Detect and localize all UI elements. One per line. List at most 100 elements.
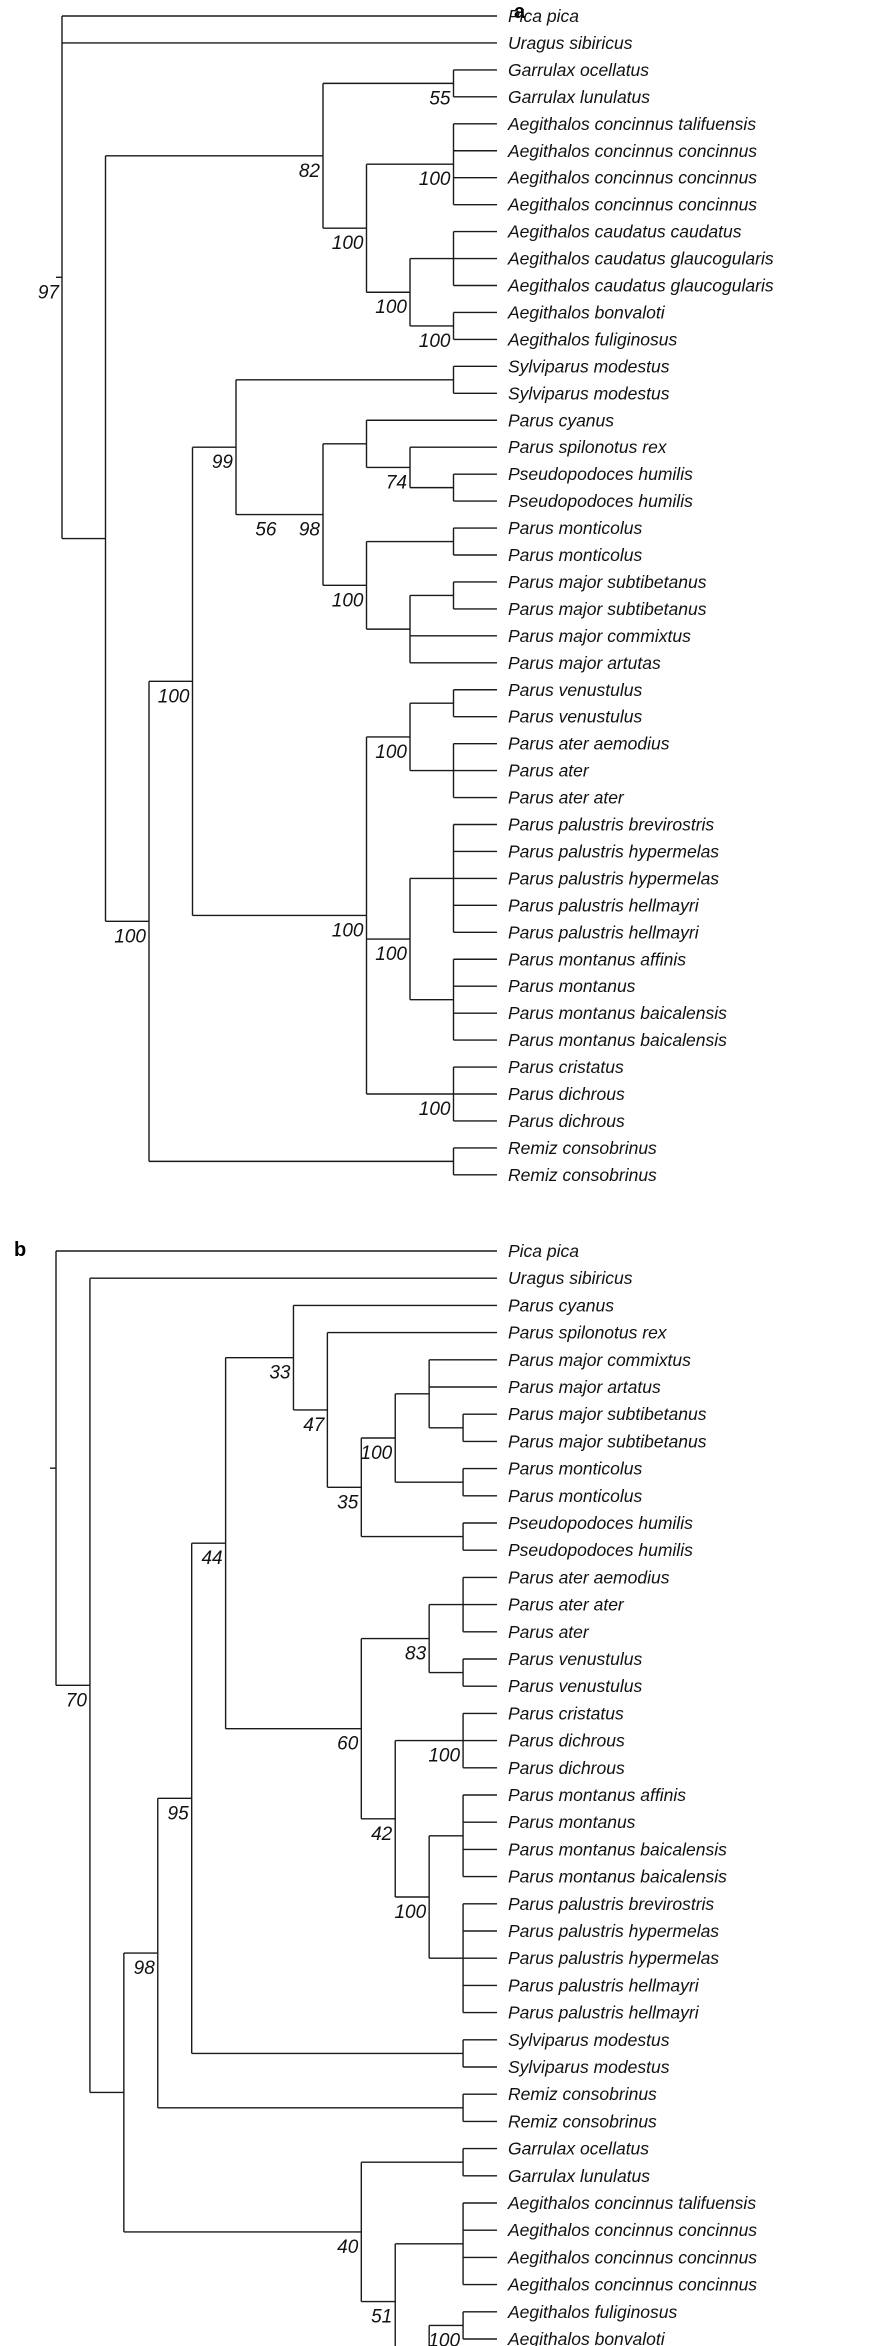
- taxon-label: Parus monticolus: [508, 518, 642, 538]
- taxon-label: Pseudopodoces humilis: [508, 464, 693, 484]
- support-value: 83: [405, 1644, 427, 1665]
- taxon: Parus monticolus: [453, 545, 642, 565]
- taxon-label: Parus palustris hellmayri: [508, 2003, 700, 2023]
- taxon-label: Parus ater aemodius: [508, 734, 670, 754]
- clade: [50, 1251, 57, 1686]
- support-value: 100: [375, 742, 407, 763]
- taxon: Parus spilonotus rex: [327, 1323, 668, 1343]
- taxon: Aegithalos caudatus glaucogularis: [453, 249, 774, 269]
- clade: [429, 1795, 464, 1877]
- clade: [361, 1523, 464, 1551]
- taxon-label: Pseudopodoces humilis: [508, 1540, 693, 1560]
- taxon: Parus palustris hellmayri: [453, 922, 700, 942]
- clade: [429, 1903, 464, 2013]
- taxon-label: Pica pica: [508, 6, 579, 26]
- taxon-label: Parus montanus: [508, 976, 636, 996]
- taxon-label: Parus palustris hypermelas: [508, 868, 719, 888]
- clade: [236, 366, 455, 394]
- taxon: Sylviparus modestus: [453, 356, 670, 376]
- taxon-label: Parus ater: [508, 1622, 590, 1642]
- clade: 97: [38, 16, 63, 539]
- taxon: Uragus sibiricus: [89, 1268, 633, 1288]
- taxon: Parus cristatus: [463, 1703, 624, 1723]
- taxon-label: Aegithalos concinnus concinnus: [507, 141, 757, 161]
- taxon-label: Parus montanus affinis: [508, 1785, 686, 1805]
- taxon-label: Parus venustulus: [508, 1649, 642, 1669]
- taxon-label: Parus ater aemodius: [508, 1567, 670, 1587]
- support-value: 100: [419, 169, 451, 190]
- clade: 33: [259, 1305, 295, 1410]
- taxon-label: Parus montanus baicalensis: [508, 1030, 727, 1050]
- taxon: Parus monticolus: [463, 1486, 642, 1506]
- taxon: Pseudopodoces humilis: [453, 464, 693, 484]
- taxon: Garrulax ocellatus: [453, 60, 649, 80]
- clade: [410, 743, 455, 798]
- clade: 100: [149, 447, 194, 916]
- taxon: Remiz consobrinus: [463, 2084, 657, 2104]
- taxon: Parus major commixtus: [410, 626, 691, 646]
- taxon-label: Garrulax lunulatus: [508, 87, 650, 107]
- clade: [157, 2094, 464, 2122]
- support-value: 100: [361, 1443, 393, 1464]
- taxon: Aegithalos concinnus concinnus: [463, 2247, 757, 2267]
- taxon-label: Aegithalos concinnus concinnus: [507, 2275, 757, 2295]
- taxon: Parus major subtibetanus: [453, 572, 707, 592]
- clade: 55: [323, 69, 455, 109]
- support-value: 40: [337, 2237, 359, 2258]
- taxon-label: Aegithalos bonvaloti: [507, 2329, 666, 2346]
- clade: 100: [394, 1835, 430, 1959]
- taxon: Pica pica: [56, 1241, 579, 1261]
- clade: 44: [191, 1357, 227, 1729]
- taxon: Aegithalos bonvaloti: [463, 2329, 666, 2346]
- clade: [395, 1468, 464, 1496]
- taxon-label: Remiz consobrinus: [508, 1138, 657, 1158]
- support-value: 95: [168, 1803, 190, 1824]
- taxon-label: Aegithalos concinnus concinnus: [507, 2220, 757, 2240]
- clade: 99: [192, 379, 237, 515]
- taxon-label: Pseudopodoces humilis: [508, 1513, 693, 1533]
- taxon: Parus dichrous: [453, 1084, 625, 1104]
- taxon-label: Sylviparus modestus: [508, 2057, 670, 2077]
- clade: 42: [361, 1740, 396, 1897]
- clade: 60: [225, 1638, 363, 1819]
- clade: 98: [279, 443, 324, 586]
- taxon-label: Parus ater ater: [508, 1595, 625, 1615]
- taxon: Aegithalos concinnus concinnus: [453, 168, 757, 188]
- clade: 100: [395, 1713, 464, 1768]
- support-value: 60: [337, 1734, 359, 1755]
- support-value: 100: [332, 233, 364, 254]
- taxon-label: Parus montanus: [508, 1812, 636, 1832]
- taxon: Parus cristatus: [453, 1057, 624, 1077]
- taxon-label: Sylviparus modestus: [508, 2030, 670, 2050]
- taxon: Aegithalos caudatus glaucogularis: [453, 276, 774, 296]
- clade: 100: [428, 2325, 430, 2346]
- taxon: Parus monticolus: [463, 1459, 642, 1479]
- taxon: Parus montanus baicalensis: [453, 1030, 727, 1050]
- taxon: Pseudopodoces humilis: [463, 1513, 693, 1533]
- taxon-label: Parus major subtibetanus: [508, 1404, 707, 1424]
- clade: [410, 959, 455, 1041]
- taxon-label: Parus spilonotus rex: [508, 1323, 668, 1343]
- support-value: 42: [371, 1824, 393, 1845]
- taxon: Aegithalos concinnus concinnus: [453, 141, 757, 161]
- support-value: 55: [429, 88, 451, 109]
- taxon: Parus ater ater: [453, 788, 625, 808]
- clade: [191, 2039, 464, 2067]
- taxon: Parus spilonotus rex: [410, 437, 668, 457]
- taxon-label: Aegithalos concinnus talifuensis: [507, 2193, 756, 2213]
- taxon: Parus cyanus: [293, 1295, 614, 1315]
- taxon-label: Parus dichrous: [508, 1731, 625, 1751]
- clade: 100: [366, 703, 411, 771]
- taxon: Parus montanus: [463, 1812, 636, 1832]
- taxon: Aegithalos fuliginosus: [453, 329, 678, 349]
- taxon: Parus montanus baicalensis: [463, 1867, 727, 1887]
- taxon: Remiz consobrinus: [453, 1165, 657, 1185]
- support-value: 100: [419, 1099, 451, 1120]
- taxon: Remiz consobrinus: [453, 1138, 657, 1158]
- taxon-label: Parus montanus baicalensis: [508, 1867, 727, 1887]
- taxon-label: Parus ater: [508, 761, 590, 781]
- taxon-label: Garrulax lunulatus: [508, 2166, 650, 2186]
- taxon: Garrulax lunulatus: [453, 87, 650, 107]
- taxon-label: Parus monticolus: [508, 545, 642, 565]
